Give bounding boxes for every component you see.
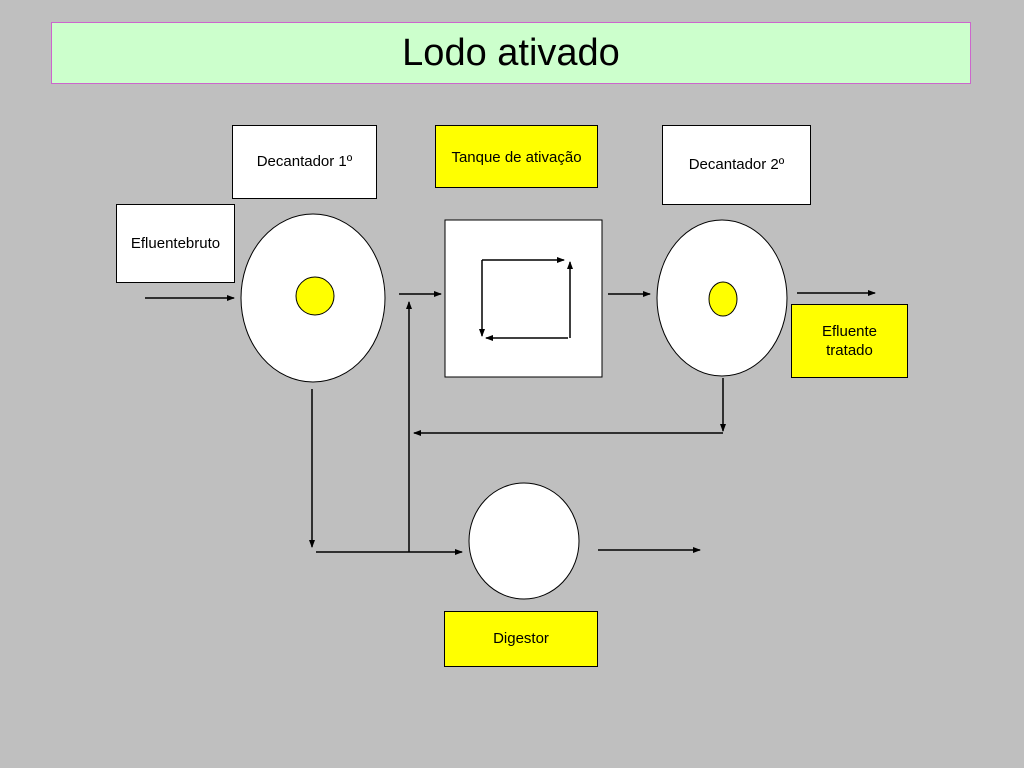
circulation-arrows xyxy=(479,257,573,341)
efluente-tratado-label: Efluente tratado xyxy=(791,304,908,378)
tanque-de-ativacao xyxy=(444,219,603,378)
decantador-2-center xyxy=(708,281,738,317)
decantador-1-center xyxy=(295,276,335,316)
digestor-label: Digestor xyxy=(444,611,598,667)
efluente-bruto-label: Efluentebruto xyxy=(116,204,235,283)
title-bar: Lodo ativado xyxy=(51,22,971,84)
page-title: Lodo ativado xyxy=(402,31,620,74)
tanque-label: Tanque de ativação xyxy=(435,125,598,188)
decantador-2-label: Decantador 2º xyxy=(662,125,811,205)
decantador-1-label: Decantador 1º xyxy=(232,125,377,199)
digestor-tank xyxy=(468,482,580,600)
